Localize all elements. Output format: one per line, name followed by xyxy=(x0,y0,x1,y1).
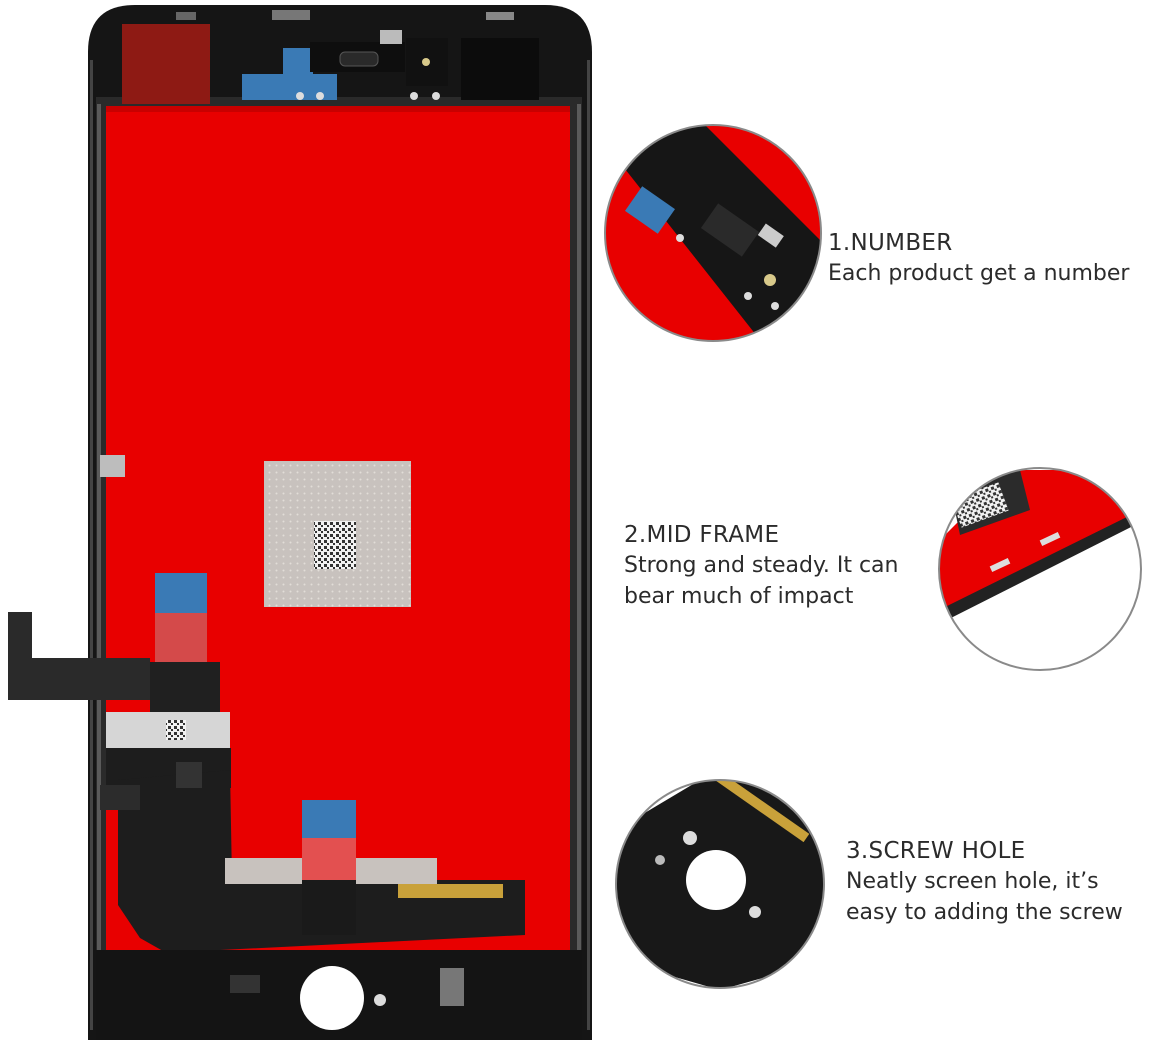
heat-shield-sticker xyxy=(264,461,411,607)
zoom-mid-frame-detail xyxy=(939,468,1141,670)
home-button-hole xyxy=(300,966,364,1030)
callout-description: Neatly screen hole, it’s xyxy=(846,869,1099,894)
callout-screw-hole: 3.SCREW HOLE Neatly screen hole, it’s ea… xyxy=(846,836,1123,928)
callout-description: bear much of impact xyxy=(624,584,854,609)
callout-description: Strong and steady. It can xyxy=(624,553,899,578)
qr-label xyxy=(314,521,356,569)
callout-number: 1.NUMBER Each product get a number xyxy=(828,228,1129,289)
callout-description: easy to adding the screw xyxy=(846,900,1123,925)
callout-title: 2.MID FRAME xyxy=(624,522,780,548)
callout-title: 3.SCREW HOLE xyxy=(846,838,1026,864)
bottom-frame xyxy=(96,950,582,1040)
callout-mid-frame: 2.MID FRAME Strong and steady. It can be… xyxy=(624,520,898,612)
side-clip xyxy=(100,455,125,477)
zoom-screw-hole-detail xyxy=(616,780,824,988)
zoom-number-detail xyxy=(605,125,821,341)
callout-description: Each product get a number xyxy=(828,261,1130,286)
bottom-flex-cable xyxy=(100,762,525,955)
top-sensor-area xyxy=(122,10,539,104)
callout-title: 1.NUMBER xyxy=(828,230,953,256)
